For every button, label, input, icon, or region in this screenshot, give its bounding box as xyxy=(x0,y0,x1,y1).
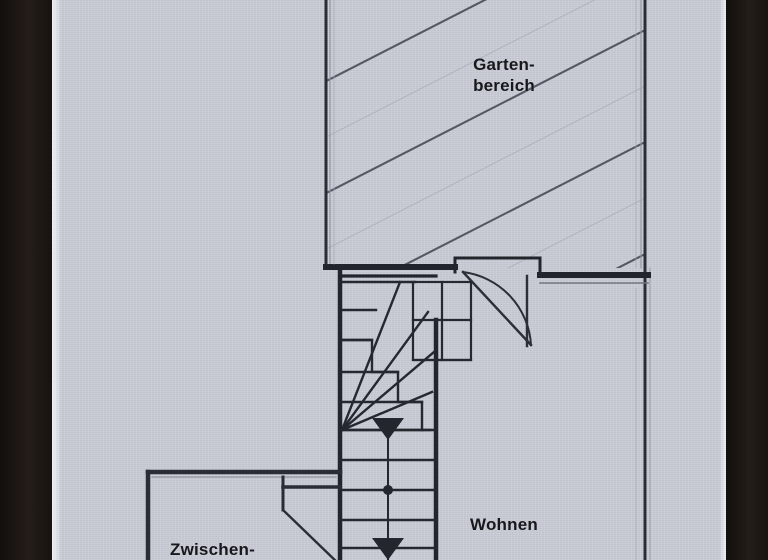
page-margin-right xyxy=(726,0,768,560)
lower-left-room-walls xyxy=(145,469,343,560)
wall-shadow-lines xyxy=(333,0,637,560)
stair-landing-grid xyxy=(411,280,473,362)
room-label-gartenbereich: Garten- bereich xyxy=(473,55,535,95)
exterior-walls xyxy=(324,0,651,560)
sheet-edge-right xyxy=(719,0,726,560)
page-margin-left xyxy=(0,0,52,560)
stair-direction-arrow xyxy=(372,418,404,560)
garden-hatching xyxy=(326,0,644,268)
garden-interior-wall xyxy=(323,256,651,284)
winder-stair-treads xyxy=(340,280,436,432)
stair-direction-node xyxy=(377,479,399,501)
room-label-zwischen: Zwischen- xyxy=(170,540,255,559)
door-swing-icon xyxy=(461,270,533,348)
room-label-wohnen: Wohnen xyxy=(470,515,538,534)
garden-hatching-soft xyxy=(326,0,644,268)
sheet-edge-left xyxy=(52,0,61,560)
